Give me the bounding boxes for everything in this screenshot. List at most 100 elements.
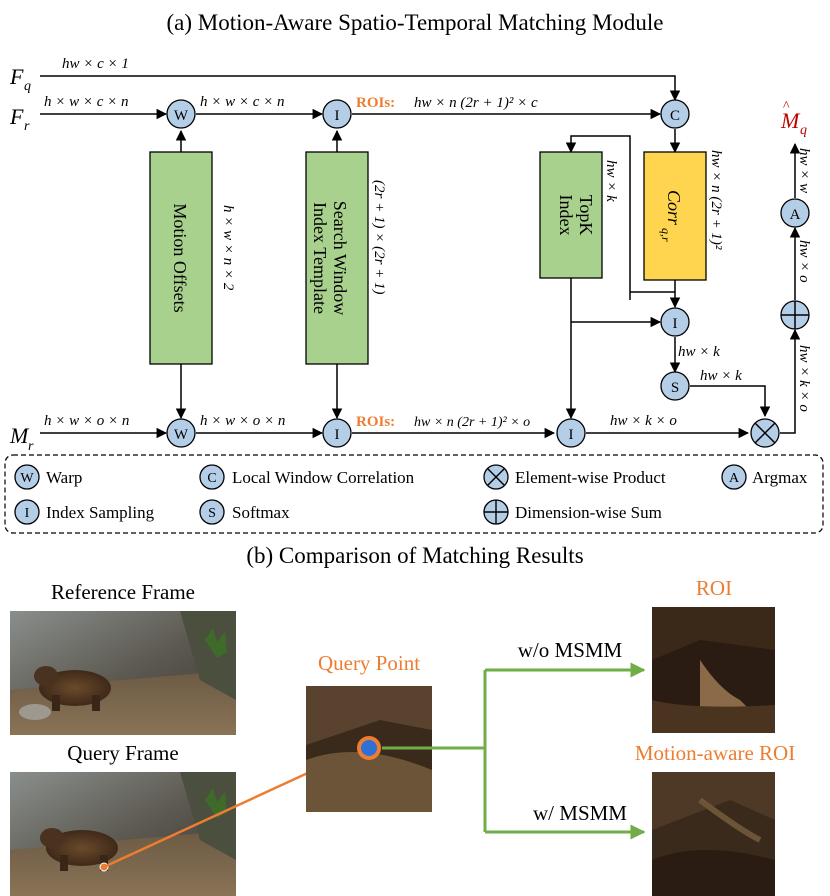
svg-text:F: F <box>9 64 24 89</box>
svg-text:M: M <box>9 423 30 448</box>
svg-text:r: r <box>24 119 30 134</box>
query-point-label: Query Point <box>318 651 420 675</box>
label-roi-top-prefix: ROIs: <box>356 95 395 111</box>
svg-text:Local Window Correlation: Local Window Correlation <box>232 468 415 487</box>
roi-label: ROI <box>696 576 732 600</box>
reference-frame-label: Reference Frame <box>51 580 195 604</box>
op-index-top: I <box>322 99 352 129</box>
svg-text:C: C <box>670 108 680 124</box>
query-frame-image <box>10 772 236 896</box>
label-fq-shape: hw × c × 1 <box>62 56 129 72</box>
op-product-icon <box>750 418 780 448</box>
svg-text:Index: Index <box>556 195 576 236</box>
legend-corr: C Local Window Correlation <box>199 464 415 490</box>
legend: W Warp C Local Window Correlation Elemen… <box>4 454 824 534</box>
svg-text:r: r <box>28 439 34 454</box>
legend-argmax: A Argmax <box>721 464 808 490</box>
label-roi-bottom-prefix: ROIs: <box>356 414 395 430</box>
svg-text:I: I <box>673 316 678 332</box>
label-roi-top: hw × n (2r + 1)² × c <box>414 95 538 111</box>
op-sum-icon <box>780 300 810 330</box>
query-frame-label: Query Frame <box>67 741 178 765</box>
op-index-mid: I <box>660 307 690 337</box>
op-index-right: I <box>556 418 586 448</box>
legend-product: Element-wise Product <box>483 464 666 490</box>
svg-text:Motion Offsets: Motion Offsets <box>170 203 190 312</box>
label-roi-bottom: hw × n (2r + 1)² × o <box>414 415 530 430</box>
label-search-shape: (2r + 1) × (2r + 1) <box>371 180 387 295</box>
shape-labels: hw × c × 1 h × w × c × n h × w × c × n R… <box>44 56 812 430</box>
input-fq: F q <box>9 64 31 94</box>
svg-text:C: C <box>207 471 216 486</box>
legend-index: I Index Sampling <box>14 499 155 525</box>
svg-text:I: I <box>335 427 340 443</box>
label-corr-shape: hw × n (2r + 1)² <box>708 150 724 250</box>
svg-text:Argmax: Argmax <box>752 468 808 487</box>
op-corr: C <box>660 99 690 129</box>
without-msmm-label: w/o MSMM <box>518 638 623 662</box>
search-window-box: Search Window Index Template <box>305 151 369 365</box>
with-msmm-label: w/ MSMM <box>533 801 627 825</box>
label-argmax-shape: hw × w <box>796 148 812 193</box>
svg-text:Element-wise Product: Element-wise Product <box>515 468 666 487</box>
label-offsets-shape: h × w × n × 2 <box>220 205 236 291</box>
svg-text:Index Template: Index Template <box>310 202 330 314</box>
svg-text:Softmax: Softmax <box>232 503 290 522</box>
svg-text:Dimension-wise Sum: Dimension-wise Sum <box>515 503 662 522</box>
svg-text:W: W <box>174 427 189 443</box>
op-warp-top: W <box>166 99 196 129</box>
svg-text:q: q <box>24 79 31 94</box>
motion-roi-patch <box>652 772 775 896</box>
green-branch-lines <box>382 662 646 840</box>
legend-sum: Dimension-wise Sum <box>483 499 662 525</box>
label-softmax-out: hw × k <box>700 368 742 384</box>
op-index-bottom: I <box>322 418 352 448</box>
label-product-shape: hw × k × o <box>796 345 812 412</box>
svg-text:F: F <box>9 104 24 129</box>
legend-softmax: S Softmax <box>199 499 290 525</box>
svg-text:TopK: TopK <box>576 195 596 236</box>
svg-text:S: S <box>671 380 679 396</box>
svg-text:Index Sampling: Index Sampling <box>46 503 155 522</box>
connections <box>40 75 801 439</box>
svg-text:^: ^ <box>783 99 790 114</box>
motion-offsets-box: Motion Offsets <box>149 151 213 365</box>
op-warp-bottom: W <box>166 418 196 448</box>
svg-text:q,r: q,r <box>659 228 673 242</box>
svg-text:A: A <box>729 471 740 486</box>
corr-box: Corr q,r <box>643 151 707 281</box>
svg-text:W: W <box>20 471 34 486</box>
svg-text:W: W <box>174 108 189 124</box>
label-topk-mask: hw × k × o <box>610 413 677 429</box>
label-topk-shape: hw × k <box>603 160 619 202</box>
label-mr-warped: h × w × o × n <box>200 413 285 429</box>
reference-frame-image <box>10 611 236 735</box>
label-fr-shape: h × w × c × n <box>44 94 129 110</box>
topk-index-box: TopK Index <box>539 151 603 279</box>
label-sampled: hw × k <box>678 344 720 360</box>
roi-patch <box>652 607 775 733</box>
svg-text:Corr: Corr <box>664 190 684 226</box>
svg-text:Warp: Warp <box>46 468 82 487</box>
svg-text:Search Window: Search Window <box>330 201 350 315</box>
label-mr-shape: h × w × o × n <box>44 413 129 429</box>
motion-roi-label: Motion-aware ROI <box>635 741 795 765</box>
svg-text:A: A <box>790 207 801 223</box>
svg-text:q: q <box>800 123 807 138</box>
op-argmax: A <box>780 198 810 228</box>
legend-warp: W Warp <box>14 464 82 490</box>
output-label: M ^ q <box>780 99 807 138</box>
label-sum-shape: hw × o <box>796 240 812 283</box>
svg-text:I: I <box>569 427 574 443</box>
svg-text:I: I <box>335 108 340 124</box>
title-b: (b) Comparison of Matching Results <box>246 543 583 568</box>
svg-text:S: S <box>208 506 216 521</box>
label-fr-warped: h × w × c × n <box>200 94 285 110</box>
svg-text:M: M <box>780 108 801 133</box>
title-a: (a) Motion-Aware Spatio-Temporal Matchin… <box>166 10 663 35</box>
input-fr: F r <box>9 104 30 134</box>
svg-text:I: I <box>25 506 30 521</box>
op-softmax: S <box>660 371 690 401</box>
input-mr: M r <box>9 423 34 454</box>
